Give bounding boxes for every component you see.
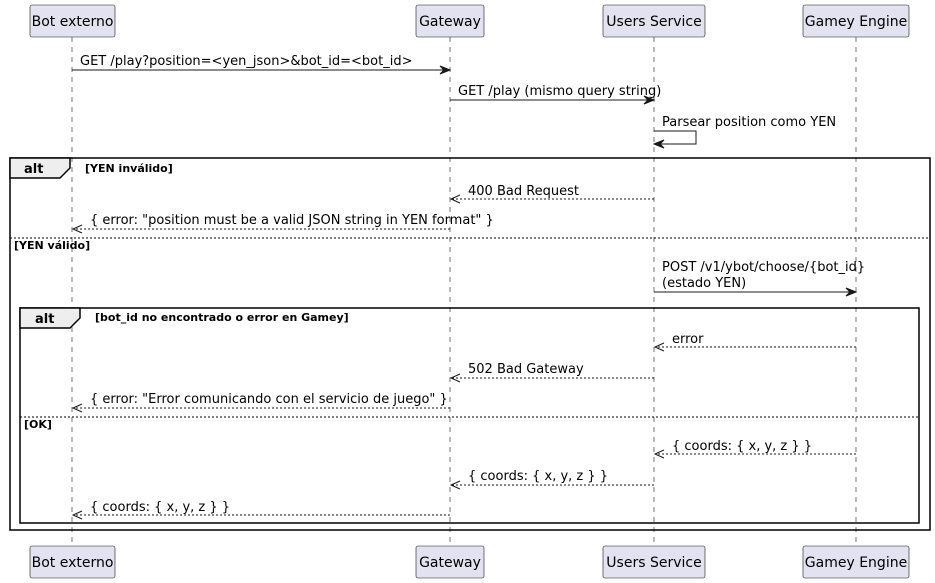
message-coords-to-gateway: { coords: { x, y, z } }	[449, 469, 654, 490]
participant-label: Gamey Engine	[805, 555, 907, 571]
message-error-invalid-yen: { error: "position must be a valid JSON …	[71, 213, 494, 234]
message-label: { error: "position must be a valid JSON …	[90, 213, 494, 228]
message-post-ybot-choose: POST /v1/ybot/choose/{bot_id} (estado YE…	[654, 260, 865, 297]
arrowhead-icon	[71, 403, 83, 413]
fragment-tab	[19, 307, 81, 329]
message-get-play: GET /play?position=<yen_json>&bot_id=<bo…	[72, 54, 452, 75]
arrowhead-icon	[449, 373, 461, 383]
message-label: Parsear position como YEN	[662, 115, 836, 130]
participant-gateway-top: Gateway	[415, 4, 485, 38]
arrowhead-icon	[449, 480, 461, 490]
fragment-operator: alt	[35, 312, 54, 327]
message-label: (estado YEN)	[662, 276, 746, 291]
message-label: 502 Bad Gateway	[468, 362, 584, 377]
fragment-guard: [bot_id no encontrado o error en Gamey]	[95, 311, 349, 324]
participant-bot-externo-top: Bot externo	[29, 4, 116, 38]
message-error-from-gamey: error	[653, 332, 856, 352]
arrowhead-icon	[653, 342, 665, 352]
message-502-bad-gateway: 502 Bad Gateway	[449, 362, 654, 383]
participant-users-service-top: Users Service	[602, 4, 706, 38]
message-400-bad-request: 400 Bad Request	[449, 184, 654, 204]
participant-label: Gateway	[419, 555, 481, 571]
alt-fragment-inner: alt [bot_id no encontrado o error en Gam…	[19, 307, 920, 524]
participant-label: Users Service	[606, 14, 701, 30]
fragment-guard: [YEN válido]	[14, 239, 90, 252]
participant-gateway-bottom: Gateway	[415, 545, 485, 579]
message-parse-yen: Parsear position como YEN	[652, 115, 836, 149]
arrowhead-icon	[71, 224, 83, 234]
arrowhead-icon	[653, 449, 665, 459]
message-coords-to-bot: { coords: { x, y, z } }	[71, 500, 450, 520]
fragment-tab	[9, 157, 71, 179]
arrowhead-icon	[439, 65, 452, 75]
message-label: GET /play (mismo query string)	[458, 84, 661, 99]
arrowhead-icon	[71, 510, 83, 520]
participant-label: Bot externo	[32, 14, 114, 30]
message-error-game-service: { error: "Error comunicando con el servi…	[71, 392, 450, 413]
participant-label: Gamey Engine	[805, 14, 907, 30]
message-label: { error: "Error comunicando con el servi…	[90, 392, 448, 407]
fragment-guard: [YEN inválido]	[85, 162, 173, 175]
alt-fragment-outer: alt [YEN inválido] [YEN válido]	[9, 157, 931, 531]
arrowhead-icon	[449, 194, 461, 204]
message-label: { coords: { x, y, z } }	[468, 469, 608, 484]
arrowhead-icon	[845, 287, 858, 297]
message-label: 400 Bad Request	[468, 184, 579, 199]
participant-users-service-bottom: Users Service	[602, 545, 706, 579]
message-label: error	[672, 332, 704, 347]
message-label: POST /v1/ybot/choose/{bot_id}	[662, 260, 865, 275]
message-coords-from-gamey: { coords: { x, y, z } }	[653, 439, 856, 459]
participant-bot-externo-bottom: Bot externo	[29, 545, 116, 579]
participant-gamey-engine-bottom: Gamey Engine	[802, 545, 910, 579]
message-label: GET /play?position=<yen_json>&bot_id=<bo…	[80, 54, 413, 69]
fragment-operator: alt	[24, 162, 43, 177]
participant-label: Users Service	[606, 555, 701, 571]
participant-gamey-engine-top: Gamey Engine	[802, 4, 910, 38]
fragment-guard: [OK]	[24, 418, 52, 431]
participant-label: Bot externo	[32, 555, 114, 571]
message-label: { coords: { x, y, z } }	[90, 500, 230, 515]
arrowhead-icon	[643, 95, 656, 105]
message-label: { coords: { x, y, z } }	[672, 439, 812, 454]
arrowhead-icon	[652, 139, 665, 149]
participant-label: Gateway	[419, 14, 481, 30]
message-get-play-forward: GET /play (mismo query string)	[450, 84, 661, 105]
